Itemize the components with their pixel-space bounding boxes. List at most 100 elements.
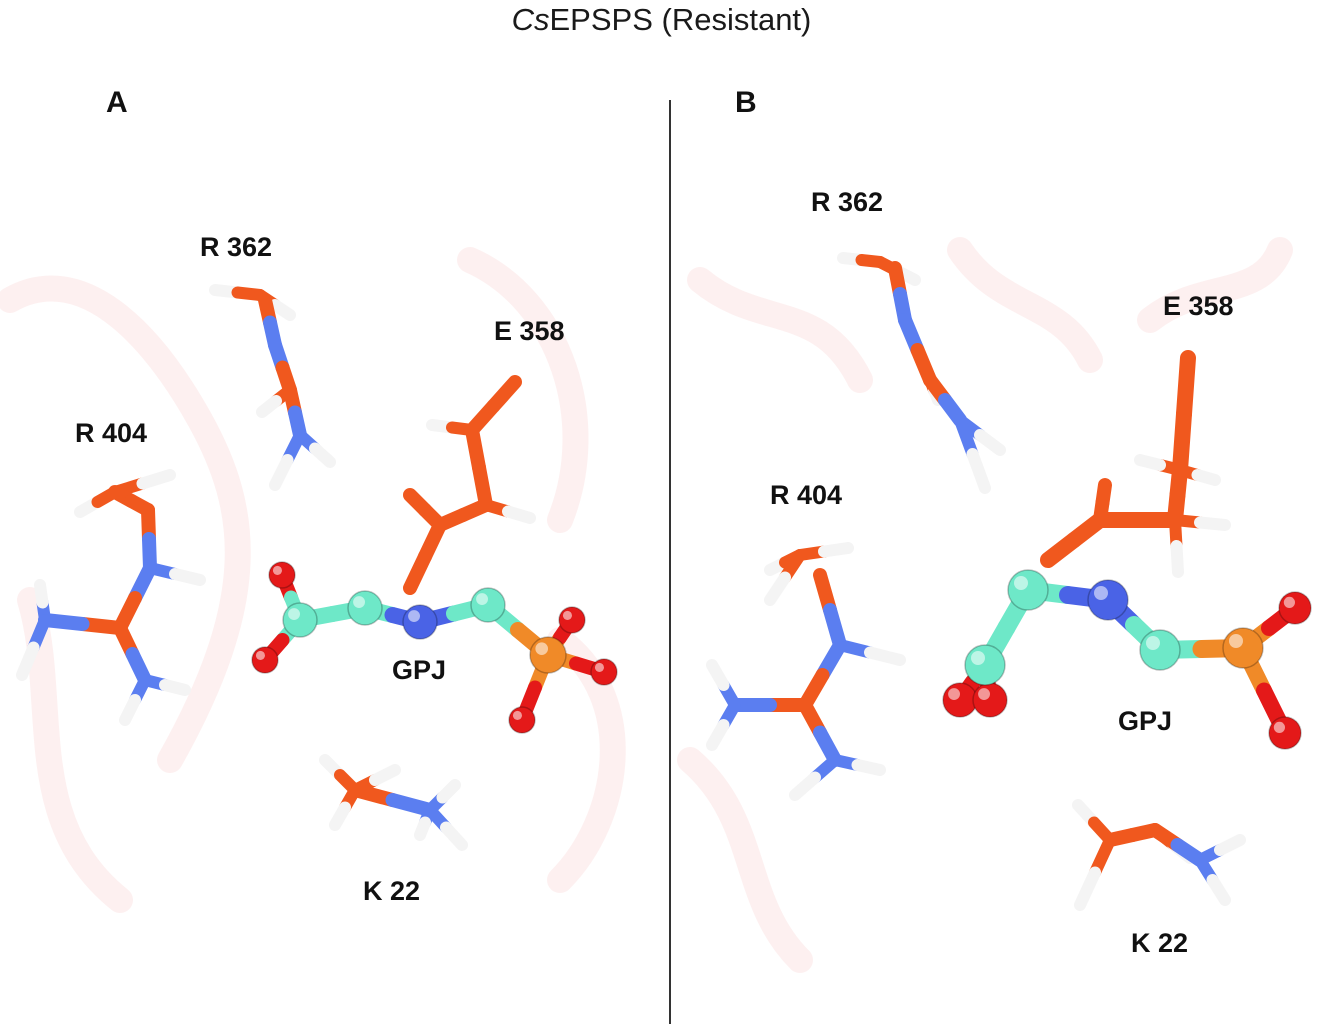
b-e358-3-b xyxy=(1191,469,1221,486)
b-r404-2-b xyxy=(818,542,854,558)
panel-b-label: B xyxy=(735,86,757,119)
a-e358-6-b xyxy=(403,488,432,517)
a-r404-2-b xyxy=(136,469,176,490)
b-ligand-nitrogen xyxy=(1087,579,1129,621)
a-oxygen-5 xyxy=(508,706,536,734)
a-ligand-carbon-1-shine xyxy=(288,608,300,620)
panel-b-residue-k22: K 22 xyxy=(1131,928,1189,958)
b-ligand-carbon-3-shine xyxy=(1146,636,1160,650)
ribbon-2 xyxy=(457,247,589,533)
a-k22-5-b xyxy=(436,779,461,804)
a-e358-7-b xyxy=(403,549,432,595)
a-oxygen-2 xyxy=(251,646,279,674)
a-ligand-carbon-1 xyxy=(282,602,318,638)
a-oxygen-4-shine xyxy=(594,662,604,672)
b-ligand-carbon-2 xyxy=(1007,569,1049,611)
panel-b-residue-r404: R 404 xyxy=(770,480,843,510)
a-ligand-nitrogen-shine xyxy=(408,610,420,622)
b-e358-9-b xyxy=(1040,532,1082,568)
panel-divider xyxy=(669,100,671,1024)
figure-title: CsEPSPS (Resistant) xyxy=(0,2,1323,38)
a-r404-8-b xyxy=(34,579,49,609)
a-r404-9-b xyxy=(16,641,40,681)
a-oxygen-3 xyxy=(558,606,586,634)
b-r362-7-b xyxy=(974,429,1006,456)
b-r404-8-b xyxy=(706,659,730,691)
a-phosphorus-shine xyxy=(535,642,548,655)
b-k22-7-b xyxy=(1206,874,1231,906)
panel-a-label: A xyxy=(106,86,128,119)
b-ligand-carbon-2-shine xyxy=(1014,576,1028,590)
a-ligand-carbon-3 xyxy=(470,587,506,623)
b-e358-2-b xyxy=(1134,454,1166,471)
a-r404-5-b xyxy=(169,568,206,586)
a-oxygen-4 xyxy=(590,658,618,686)
b-oxygen-3 xyxy=(1278,591,1312,625)
a-r404-11-b xyxy=(159,679,191,696)
ribbon-6 xyxy=(947,237,1103,373)
b-r404-3-b xyxy=(764,571,791,606)
a-r404-7-b xyxy=(38,613,90,631)
b-ligand-carbon-3 xyxy=(1139,629,1181,671)
a-ligand-carbon-3-shine xyxy=(476,593,488,605)
b-r404-9-b xyxy=(706,719,730,751)
b-k22-6-b xyxy=(1214,834,1246,856)
b-k22-2-b xyxy=(1074,866,1101,911)
panel-a-molecules xyxy=(16,284,618,851)
a-k22-2-b xyxy=(369,764,401,786)
ribbon-5 xyxy=(1137,237,1293,333)
b-r362-8-b xyxy=(966,448,991,494)
b-e358-6-b xyxy=(1170,540,1184,578)
a-oxygen-3-shine xyxy=(562,610,572,620)
b-e358-1-a xyxy=(1176,350,1196,422)
b-ligand-nitrogen-shine xyxy=(1094,586,1108,600)
a-r404-12-b xyxy=(119,694,141,726)
b-r404-12-b xyxy=(789,771,821,801)
b-oxygen-3-shine xyxy=(1283,596,1295,609)
b-r404-5-b xyxy=(864,646,906,666)
title-main-part: EPSPS (Resistant) xyxy=(549,2,812,37)
protein-ribbon-backdrop xyxy=(0,237,1293,973)
b-oxygen-1-shine xyxy=(948,688,960,700)
a-k22-3-b xyxy=(329,801,351,831)
a-e358-2-b xyxy=(486,375,522,413)
b-e358-8-b xyxy=(1095,478,1112,510)
b-phosphorus xyxy=(1222,627,1264,669)
a-oxygen-2-shine xyxy=(255,650,265,660)
a-oxygen-5-shine xyxy=(512,710,522,720)
a-k22-7-b xyxy=(414,816,431,841)
panel-a-residue-r404: R 404 xyxy=(75,418,148,448)
a-r362-2-b xyxy=(269,299,296,321)
a-oxygen-1-shine xyxy=(272,565,283,575)
a-k22-4-b xyxy=(385,793,437,817)
ribbon-1 xyxy=(17,587,133,913)
b-ligand-carbon-1 xyxy=(964,644,1006,686)
b-r404-11-b xyxy=(851,759,886,776)
b-phosphorus-shine xyxy=(1229,634,1243,648)
b-oxygen-1 xyxy=(942,682,978,718)
a-e358-4-b xyxy=(502,505,536,524)
ribbon-7 xyxy=(677,747,813,973)
b-oxygen-4-shine xyxy=(1273,721,1285,734)
a-r362-8-b xyxy=(269,454,294,491)
ribbon-0 xyxy=(0,275,251,773)
panel-a-residue-k22: K 22 xyxy=(363,876,421,906)
b-oxygen-2-shine xyxy=(978,688,990,700)
a-oxygen-1 xyxy=(268,561,296,589)
panel-b-molecules xyxy=(706,252,1312,911)
title-italic-part: Cs xyxy=(511,2,550,37)
ribbon-4 xyxy=(687,267,873,393)
panel-a-ligand-gpj: GPJ xyxy=(392,655,447,685)
panel-b-residue-e358: E 358 xyxy=(1163,291,1234,321)
panel-a-residue-e358: E 358 xyxy=(494,316,565,346)
a-ligand-carbon-2-shine xyxy=(353,596,365,608)
b-oxygen-2 xyxy=(972,682,1008,718)
b-oxygen-4 xyxy=(1268,716,1302,750)
a-r362-5-b xyxy=(256,395,282,418)
b-e358-1-b xyxy=(1172,406,1192,478)
panel-b-residue-r362: R 362 xyxy=(811,187,884,217)
b-e358-5-b xyxy=(1194,516,1231,531)
panel-a-residue-r362: R 362 xyxy=(200,232,273,262)
